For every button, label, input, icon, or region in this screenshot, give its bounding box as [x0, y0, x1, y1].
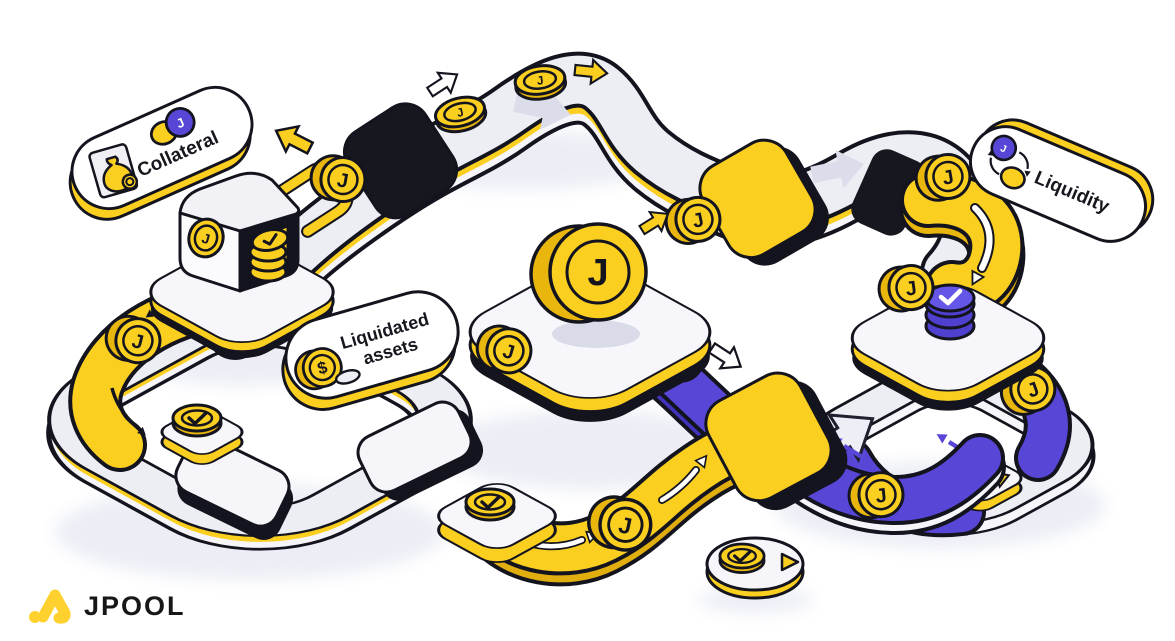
tunnel-yellow-junction: [704, 371, 848, 511]
check-coin: [171, 403, 223, 438]
swap-coins-icon: J: [987, 134, 1031, 190]
white-curved-arrow-right: [966, 203, 995, 289]
play-triangle-icon: [780, 552, 800, 572]
silver-coin-icon: [335, 369, 361, 385]
vault-j-medallion: J: [187, 217, 225, 259]
ramp-white-arrow-2: [658, 451, 712, 504]
white-arrow-center: [704, 336, 749, 379]
loop-black-arrow-2: [110, 387, 149, 439]
white-arrow-top: [422, 63, 465, 104]
coin-j-glyph: J: [587, 252, 608, 294]
jpool-mark-icon: [29, 589, 71, 624]
vault-coin-stack: [248, 228, 290, 283]
check-slab: [160, 403, 244, 465]
jpool-logo: JPOOL: [28, 586, 186, 626]
yellow-arrow-to-vault: [268, 117, 318, 162]
jpool-wordmark: JPOOL: [84, 590, 186, 621]
ramp-start-platform: [437, 483, 557, 563]
coin-j-glyph: J: [200, 230, 212, 247]
coin-pair-icon: J: [149, 107, 196, 146]
disc-token: [705, 536, 805, 600]
check-coin: [464, 487, 516, 522]
big-j-coin: J: [529, 222, 648, 324]
liquidity-badge: J Liquidity: [969, 118, 1155, 243]
liquidated-assets-badge: $ Liquidated assets: [281, 290, 460, 411]
coin-shadow: [552, 320, 640, 348]
money-bag-icon: [88, 143, 139, 199]
collateral-badge: J Collateral: [68, 85, 254, 221]
right-platform: [850, 261, 1046, 411]
tunnel-loop-right: [356, 400, 484, 501]
purple-arrow-1: [828, 433, 872, 464]
check-coin: [718, 542, 766, 575]
coin-j-glyph: J: [998, 143, 1007, 155]
vault-group: J: [149, 171, 335, 359]
dollar-coin-icon: $: [294, 347, 361, 391]
